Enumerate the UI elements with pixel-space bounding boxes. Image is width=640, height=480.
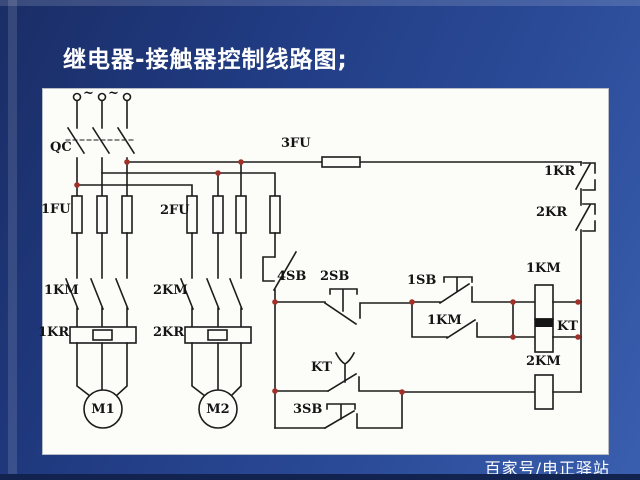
label-fuse-3fu: 3FU <box>281 136 311 151</box>
contact-1km-aux-no <box>411 301 536 340</box>
pushbutton-4sb-nc <box>262 232 298 303</box>
label-kt-contact: KT <box>311 360 332 375</box>
power-supply-terminals <box>72 92 132 129</box>
label-1sb: 1SB <box>407 273 437 288</box>
contactor-2km-main-contacts <box>179 277 244 328</box>
frame-left-highlight <box>8 0 17 480</box>
contact-kt-delayed-no <box>274 351 403 393</box>
label-km2-coil: 2KM <box>526 354 561 369</box>
fuse-row <box>71 195 281 234</box>
label-kt-coil: KT <box>557 319 578 334</box>
qc-knife-switch <box>65 126 137 197</box>
label-3sb: 3SB <box>293 402 323 417</box>
label-fuse-2fu: 2FU <box>160 203 190 218</box>
label-km1-aux: 1KM <box>427 313 462 328</box>
thermal-relay-2kr-element <box>184 326 252 344</box>
label-4sb: 4SB <box>277 269 307 284</box>
frame-bottom-bar <box>0 474 640 480</box>
pushbutton-1sb-no <box>411 276 536 305</box>
label-qc-switch: QC <box>50 140 72 155</box>
contact-2kr-nc <box>574 188 596 393</box>
label-kr2-main: 2KR <box>153 325 185 340</box>
label-motor-m1: M1 <box>91 402 115 417</box>
label-motor-m2: M2 <box>206 402 230 417</box>
contactor-1km-main-contacts <box>64 277 130 328</box>
thermal-relay-1kr-element <box>69 326 137 344</box>
page-title: 继电器-接触器控制线路图; <box>63 47 348 73</box>
coil-1km <box>534 284 582 320</box>
motor-m2 <box>191 342 242 429</box>
fuse-3fu <box>321 156 361 168</box>
label-fuse-1fu: 1FU <box>41 202 71 217</box>
coil-kt-timer <box>534 318 582 353</box>
pushbutton-3sb-no <box>274 391 403 430</box>
diagram-panel <box>42 88 609 455</box>
label-2sb: 2SB <box>320 269 350 284</box>
phase-tilde-2: ~ <box>108 86 119 101</box>
label-km2-main: 2KM <box>153 283 188 298</box>
label-kr2-nc: 2KR <box>536 205 568 220</box>
coil-2km <box>401 374 582 410</box>
label-km1-main: 1KM <box>44 283 79 298</box>
frame-top-highlight <box>0 0 640 6</box>
credit-watermark: 百家号/电正驿站 <box>484 459 610 478</box>
contact-1kr-nc <box>574 161 596 191</box>
pushbutton-2sb-no <box>274 288 413 326</box>
label-kr1-main: 1KR <box>38 325 70 340</box>
junction-dots <box>74 159 581 395</box>
motor-m1 <box>76 342 128 429</box>
label-km1-coil: 1KM <box>526 261 561 276</box>
phase-tilde-1: ~ <box>83 86 94 101</box>
motor-branch-wires <box>76 232 242 279</box>
label-kr1-nc: 1KR <box>544 164 576 179</box>
